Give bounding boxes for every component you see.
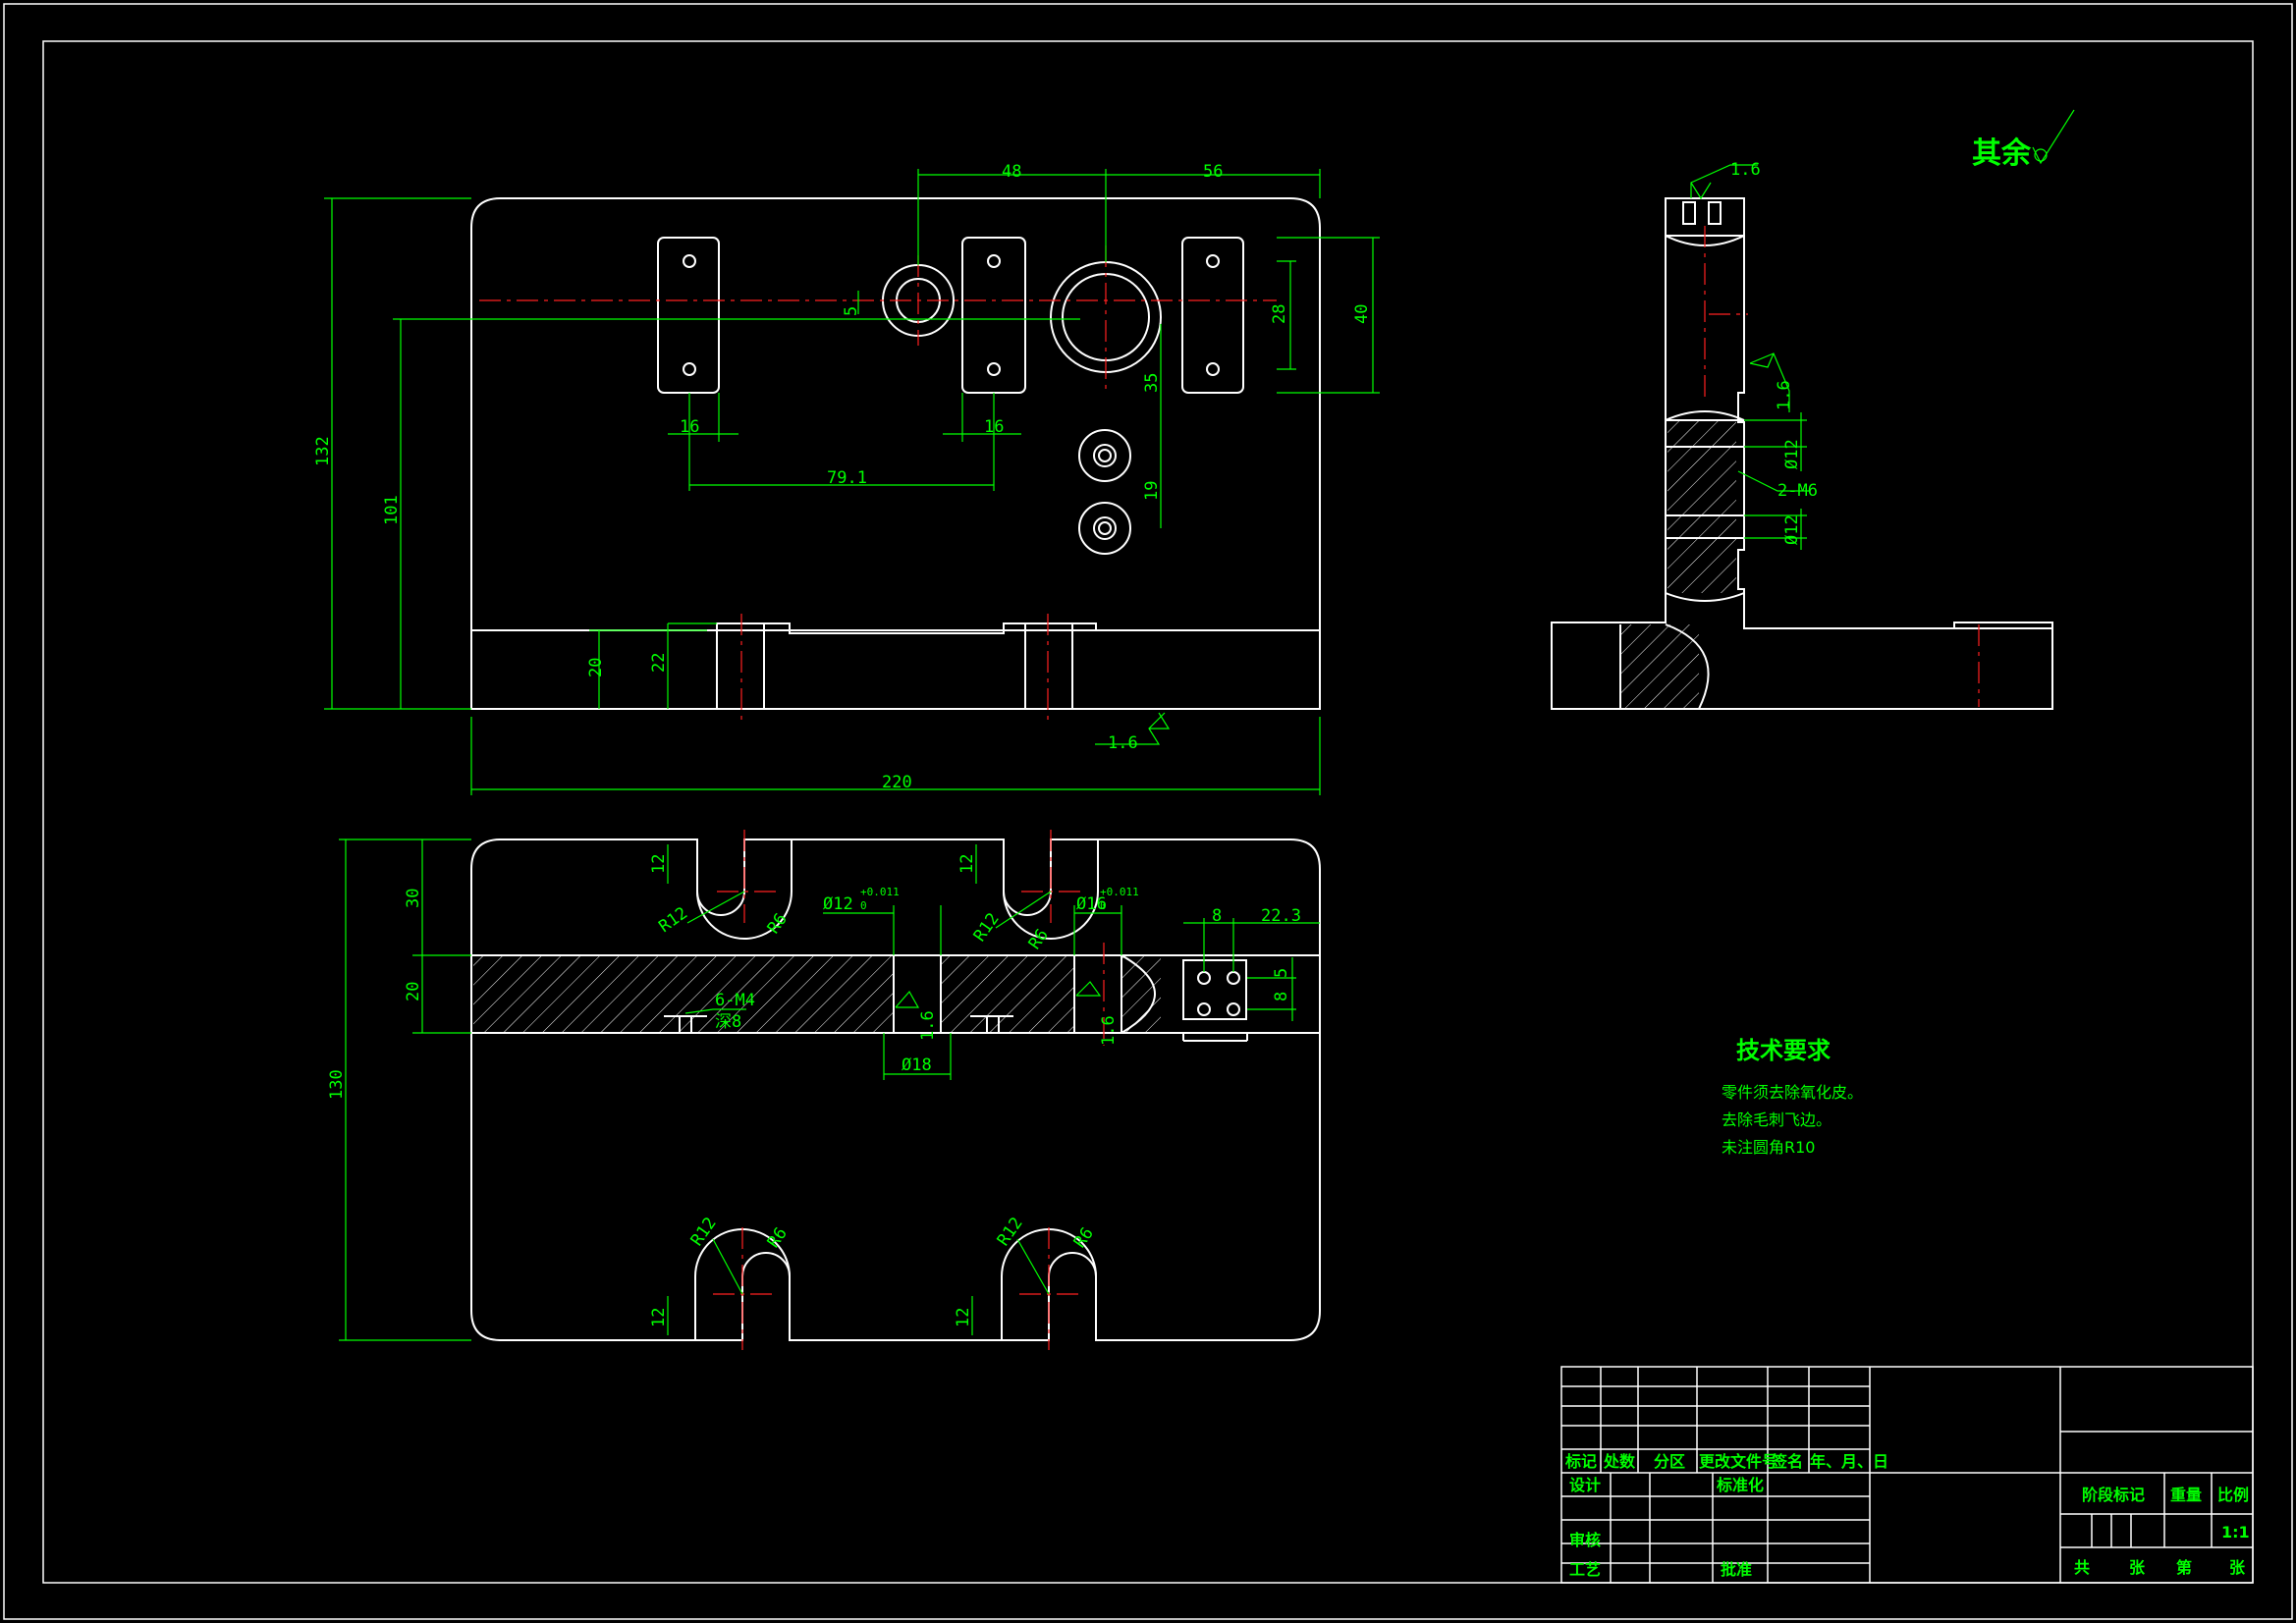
tb-standard: 标准化 xyxy=(1716,1476,1764,1494)
tb-approve: 批准 xyxy=(1721,1560,1752,1579)
phi12-tol: Ø12 xyxy=(823,894,853,914)
r12-b: R12 xyxy=(970,909,1004,946)
dim-35: 35 xyxy=(1142,373,1162,393)
tb-weight: 重量 xyxy=(2170,1486,2202,1504)
r12-d: R12 xyxy=(994,1214,1027,1250)
dim-12c: 12 xyxy=(649,1308,669,1327)
side-phi12b: Ø12 xyxy=(1782,514,1802,545)
top-view: 48 56 40 28 5 35 19 132 101 16 16 79.1 xyxy=(313,162,1380,795)
surface-note: 其余 xyxy=(1972,109,2075,171)
tb-total: 共 xyxy=(2074,1558,2090,1577)
dim-130: 130 xyxy=(327,1069,347,1100)
dim-12a: 12 xyxy=(649,854,669,874)
phi16-tol-zero: 0 xyxy=(1100,899,1107,912)
dim-40: 40 xyxy=(1352,304,1372,324)
dim-101: 101 xyxy=(382,495,402,525)
dim-20a: 20 xyxy=(586,658,606,677)
tb-sheets: 张 xyxy=(2129,1558,2146,1577)
plate-outline xyxy=(470,197,1321,710)
r6-b: R6 xyxy=(1025,926,1053,953)
tech-line-3: 未注圆角R10 xyxy=(1722,1138,1815,1157)
r6-c: R6 xyxy=(764,1224,792,1252)
tb-h-count: 处数 xyxy=(1603,1452,1636,1471)
dim-12d: 12 xyxy=(954,1308,973,1327)
dim-79: 79.1 xyxy=(827,468,867,488)
inner-frame xyxy=(42,40,2254,1584)
tb-review: 审核 xyxy=(1569,1531,1601,1549)
tb-design: 设计 xyxy=(1569,1476,1601,1494)
side-m6: 2-M6 xyxy=(1777,481,1818,501)
tb-h-date: 年、月、日 xyxy=(1810,1452,1888,1471)
phi12-tol-zero: 0 xyxy=(860,899,867,912)
dim-16a: 16 xyxy=(680,417,699,437)
outer-frame xyxy=(3,3,2293,1620)
dim-5b: 5 xyxy=(1272,968,1291,978)
rough-plan: 1.6 xyxy=(1108,733,1138,753)
m4-depth: 深8 xyxy=(715,1012,741,1032)
tb-stage: 阶段标记 xyxy=(2082,1486,2145,1504)
dim-16c: 1.6 xyxy=(918,1010,938,1041)
tech-line-2: 去除毛刺飞边。 xyxy=(1722,1110,1831,1129)
front-outline xyxy=(470,839,1321,1341)
side-rough1: 1.6 xyxy=(1730,160,1761,180)
side-outline xyxy=(1551,197,2053,710)
tb-page: 第 xyxy=(2176,1558,2192,1577)
dim-12b: 12 xyxy=(957,854,977,874)
tb-sheet: 张 xyxy=(2229,1558,2246,1577)
technical-requirements: 技术要求 零件须去除氧化皮。 去除毛刺飞边。 未注圆角R10 xyxy=(1722,1037,1863,1157)
phi16-tol-val: +0.011 xyxy=(1100,886,1139,898)
dim-5: 5 xyxy=(842,306,861,316)
tb-h-doc: 更改文件号 xyxy=(1699,1452,1777,1471)
dim-132: 132 xyxy=(313,436,333,466)
r12-a: R12 xyxy=(655,903,691,937)
tb-scale-value: 1:1 xyxy=(2221,1523,2250,1542)
tb-h-mark: 标记 xyxy=(1564,1452,1597,1471)
surface-note-text: 其余 xyxy=(1972,136,2032,171)
tb-process: 工艺 xyxy=(1569,1560,1601,1579)
dim-8b: 8 xyxy=(1272,992,1291,1001)
dim-48: 48 xyxy=(1002,162,1021,182)
m4-label: 6-M4 xyxy=(715,991,755,1010)
tb-h-zone: 分区 xyxy=(1654,1452,1685,1471)
dim-8a: 8 xyxy=(1212,906,1222,926)
side-rough2: 1.6 xyxy=(1775,380,1794,410)
side-view: 1.6 1.6 Ø12 2-M6 Ø12 xyxy=(1551,160,2053,710)
phi18: Ø18 xyxy=(902,1055,932,1075)
dim-22-3: 22.3 xyxy=(1261,906,1301,926)
dim-16d: 1.6 xyxy=(1099,1015,1119,1046)
dim-22: 22 xyxy=(649,653,669,673)
tech-line-1: 零件须去除氧化皮。 xyxy=(1722,1083,1863,1102)
front-view: 130 30 20 12 12 12 12 R12 R6 R12 R6 R12 … xyxy=(327,830,1321,1350)
dim-19: 19 xyxy=(1142,481,1162,501)
dim-30: 30 xyxy=(404,889,423,908)
dim-220: 220 xyxy=(882,773,912,792)
title-block: 标记 处数 分区 更改文件号 签名 年、月、日 设计 标准化 审核 工艺 批准 … xyxy=(1560,1366,2254,1584)
side-phi12a: Ø12 xyxy=(1782,439,1802,469)
phi16-tol: Ø16 xyxy=(1076,894,1107,914)
phi12-tol-val: +0.011 xyxy=(860,886,900,898)
dim-56: 56 xyxy=(1203,162,1223,182)
tb-scale-label: 比例 xyxy=(2217,1486,2249,1504)
dim-16b: 16 xyxy=(984,417,1004,437)
dim-20b: 20 xyxy=(404,982,423,1001)
tech-title: 技术要求 xyxy=(1736,1037,1831,1064)
tb-h-sign: 签名 xyxy=(1771,1452,1803,1471)
r6-d: R6 xyxy=(1070,1224,1098,1252)
dim-28: 28 xyxy=(1270,304,1289,324)
